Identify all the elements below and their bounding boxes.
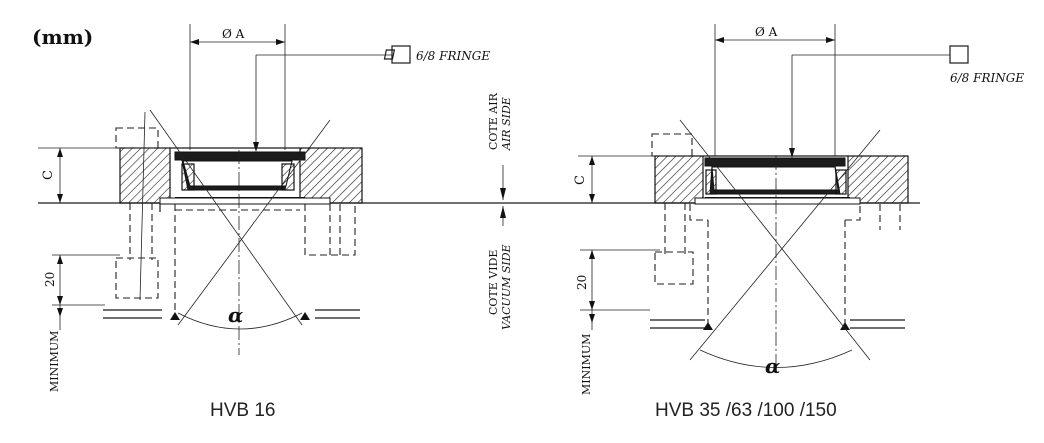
unit-label: (mm) <box>32 25 93 49</box>
vacuum-side-fr-label: COTE VIDE <box>487 250 500 315</box>
left-fringe-label: 6/8 FRINGE <box>416 49 490 63</box>
right-angle-label: α <box>765 354 780 378</box>
left-dim-c-label: C <box>41 170 56 180</box>
side-labels: COTE AIR AIR SIDE COTE VIDE VACUUM SIDE <box>487 92 513 330</box>
vacuum-side-en-label: VACUUM SIDE <box>500 244 513 330</box>
left-minimum-label: MINIMUM <box>48 331 61 392</box>
right-dim-c-label: C <box>573 175 588 185</box>
left-dim-20-label: 20 <box>43 272 57 287</box>
right-dim-a-label: Ø A <box>755 25 778 39</box>
right-flatness-symbol <box>949 45 969 64</box>
right-minimum-label: MINIMUM <box>580 334 593 395</box>
left-caption: HVB 16 <box>210 400 275 421</box>
left-view: Ø A 6/8 FRINGE C <box>41 24 490 421</box>
right-caption: HVB 35 /63 /100 /150 <box>655 400 837 421</box>
right-fringe-label: 6/8 FRINGE <box>950 71 1024 85</box>
left-flatness-symbol <box>391 45 411 64</box>
air-side-en-label: AIR SIDE <box>500 97 513 151</box>
air-side-fr-label: COTE AIR <box>487 92 500 150</box>
right-dim-20-label: 20 <box>575 275 589 290</box>
left-angle-label: α <box>228 303 243 327</box>
left-dim-a-label: Ø A <box>222 27 245 41</box>
right-view: Ø A 6/8 FRINGE C <box>573 24 1024 421</box>
